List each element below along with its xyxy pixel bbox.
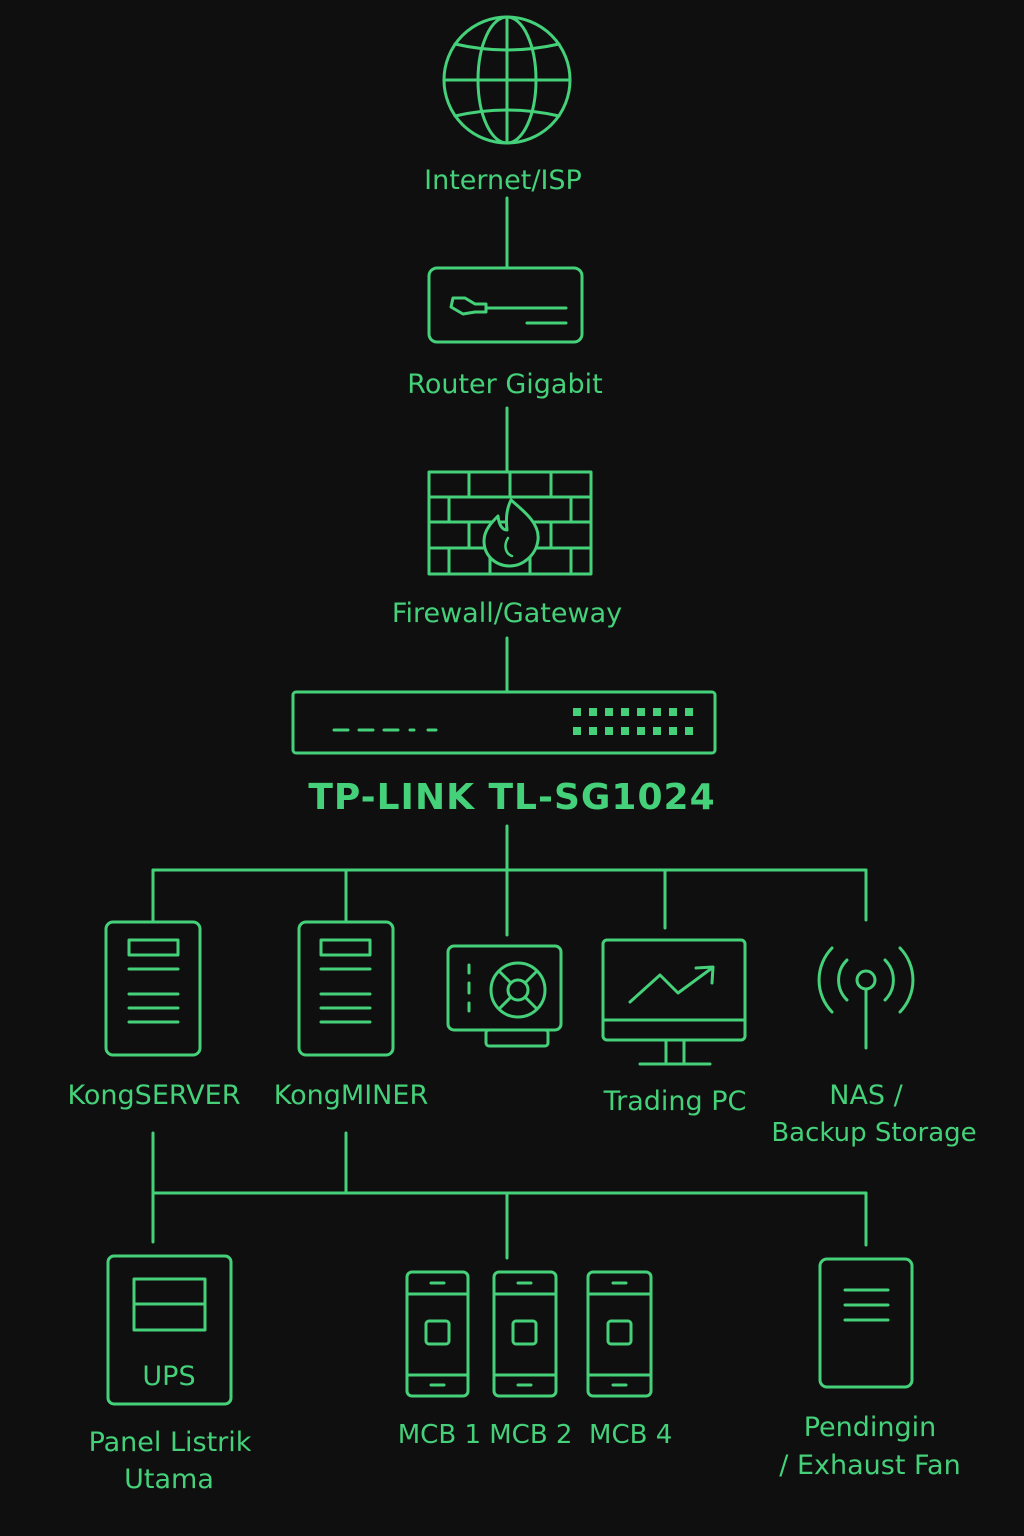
ups-node: UPS Panel Listrik Utama: [89, 1254, 252, 1495]
wireless-antenna-icon: [817, 946, 915, 1050]
trading-pc-label: Trading PC: [603, 1086, 747, 1117]
switch-ports: [573, 708, 693, 735]
firewall-icon: [427, 470, 593, 576]
nas-node: NAS / Backup Storage: [771, 946, 977, 1148]
router-node: Router Gigabit: [407, 266, 603, 400]
nas-label-line2: Backup Storage: [771, 1118, 976, 1148]
breaker-icon: [492, 1270, 558, 1398]
firewall-node: Firewall/Gateway: [392, 470, 622, 629]
switch-node: TP-LINK TL-SG1024: [291, 690, 717, 818]
router-label: Router Gigabit: [407, 369, 602, 400]
connector-lines: [151, 196, 868, 1260]
breaker-icon: [586, 1270, 653, 1398]
gpu-node: [446, 944, 563, 1048]
kongserver-node: KongSERVER: [68, 920, 241, 1111]
monitor-chart-icon: [601, 938, 747, 1066]
ups-label-line2: Utama: [124, 1464, 214, 1495]
switch-label: TP-LINK TL-SG1024: [308, 777, 715, 818]
ups-icon-text: UPS: [142, 1361, 195, 1392]
flame-icon: [482, 498, 540, 568]
switch-icon: [291, 690, 717, 755]
nas-label-line1: NAS /: [829, 1080, 903, 1111]
kongserver-label: KongSERVER: [68, 1080, 241, 1111]
server-icon: [297, 920, 395, 1057]
globe-icon: [442, 15, 572, 145]
gpu-card-icon: [446, 944, 563, 1048]
fan-label-line2: / Exhaust Fan: [779, 1450, 960, 1481]
router-icon: [427, 266, 584, 344]
trading-pc-node: Trading PC: [601, 938, 747, 1117]
mcb-group: MCB 1 MCB 2 MCB 4: [398, 1270, 673, 1450]
kongminer-node: KongMINER: [274, 920, 428, 1111]
mcb-label: MCB 1 MCB 2 MCB 4: [398, 1420, 673, 1450]
ups-icon: UPS: [106, 1254, 233, 1406]
cabinet-icon: [818, 1257, 914, 1389]
ups-label-line1: Panel Listrik: [89, 1427, 252, 1458]
internet-label: Internet/ISP: [424, 165, 582, 196]
kongminer-label: KongMINER: [274, 1080, 428, 1111]
firewall-label: Firewall/Gateway: [392, 598, 622, 629]
fan-node: Pendingin / Exhaust Fan: [779, 1257, 961, 1481]
internet-node: Internet/ISP: [424, 15, 582, 196]
fan-label-line1: Pendingin: [804, 1412, 937, 1443]
server-icon: [104, 920, 202, 1057]
breaker-icon: [405, 1270, 470, 1398]
